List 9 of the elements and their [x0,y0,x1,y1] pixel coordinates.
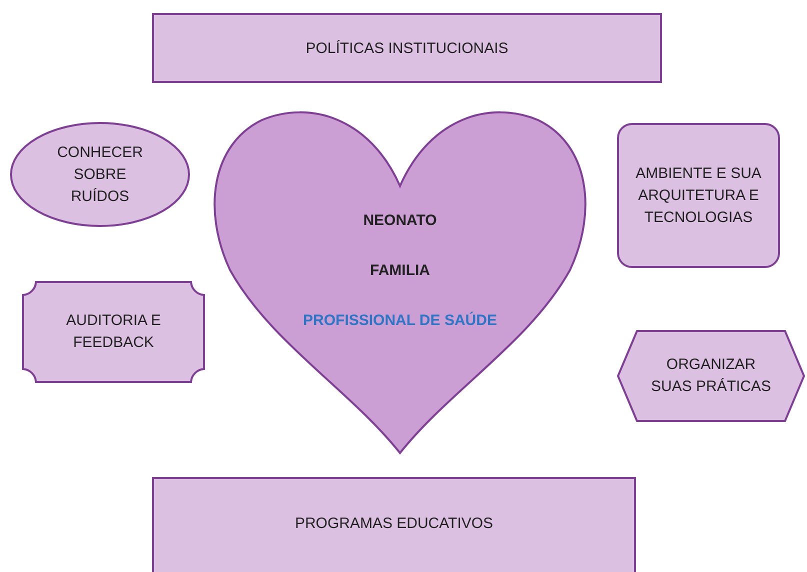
label-text: ORGANIZAR SUAS PRÁTICAS [650,355,772,397]
heading-text: FAMILIA [369,261,431,281]
text-box: PROGRAMAS EDUCATIVOS [152,477,636,572]
subheading-text: PROFISSIONAL DE SAÚDE [302,310,498,331]
heading-text: NEONATO [362,211,438,231]
label-text: AMBIENTE E SUA ARQUITETURA E TECNOLOGIAS [634,164,762,228]
label-text: CONHECER SOBRE RUÍDOS [56,142,144,206]
text-box: POLÍTICAS INSTITUCIONAIS [152,13,662,83]
label-text: AUDITORIA E FEEDBACK [65,311,162,353]
